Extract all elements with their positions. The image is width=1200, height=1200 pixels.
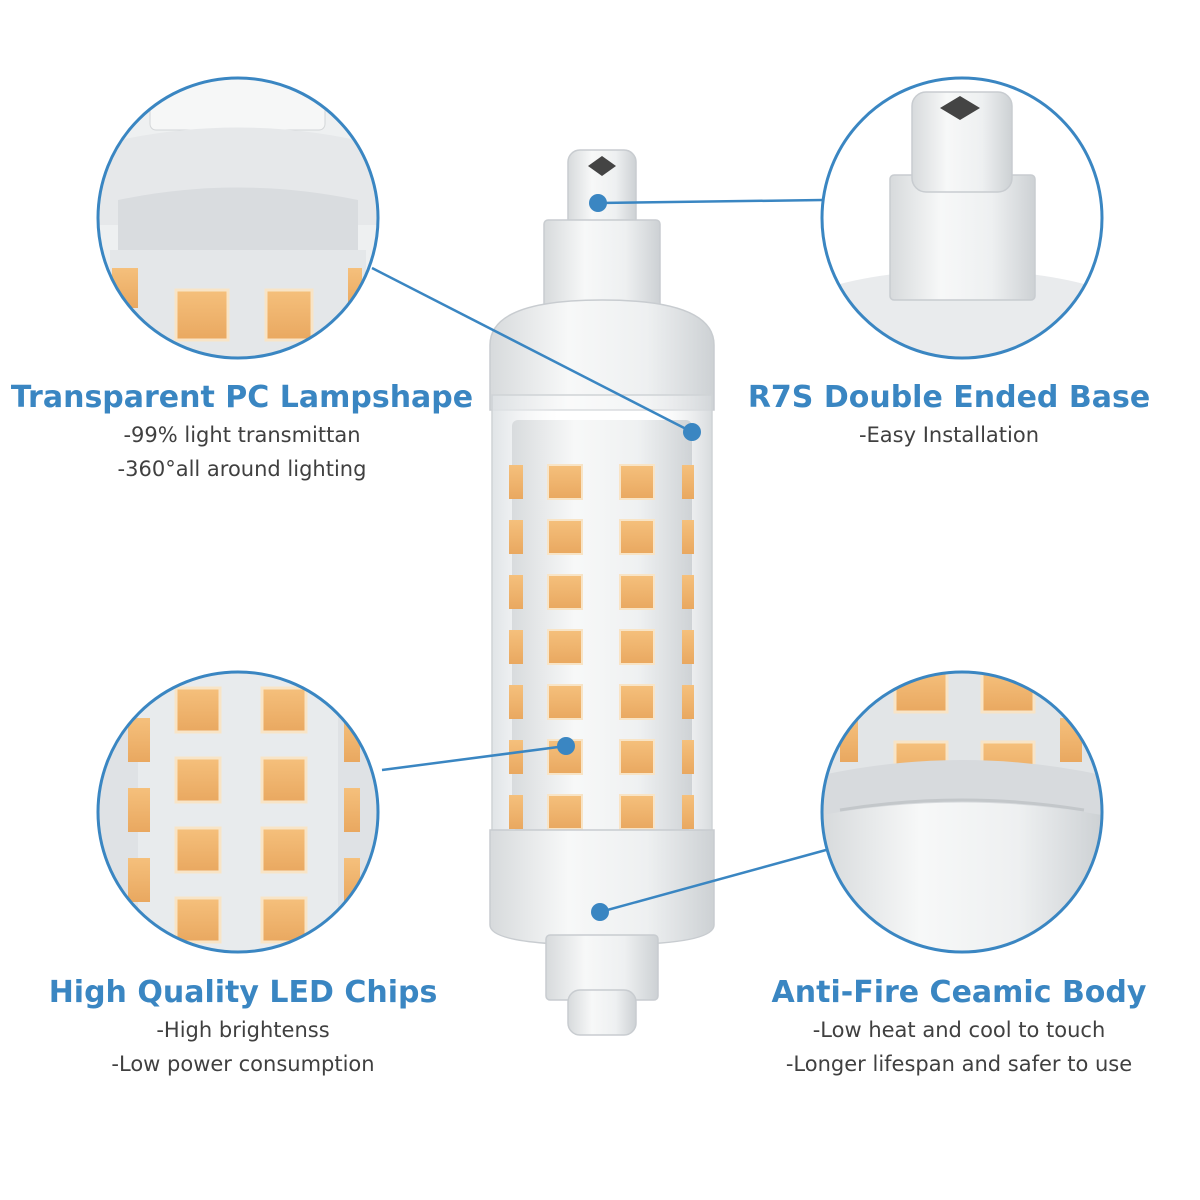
bottom-cap (489, 829, 715, 946)
zoom-circle-body (820, 670, 1104, 954)
led-chip (619, 629, 655, 665)
dot-lampshade (683, 423, 701, 441)
feature-lampshade-title: Transparent PC Lampshape (10, 380, 474, 415)
led-chip (547, 464, 583, 500)
led-chip (547, 519, 583, 555)
led-chip (682, 520, 694, 554)
led-chip (682, 465, 694, 499)
led-chip (174, 826, 222, 874)
led-chip (509, 630, 523, 664)
feature-chips-line-2: -Low power consumption (111, 1052, 375, 1076)
led-chip (509, 575, 523, 609)
led-chip (128, 928, 150, 952)
feature-lampshade-line-2: -360°all around lighting (117, 457, 367, 481)
led-chip (509, 465, 523, 499)
feature-base-title: R7S Double Ended Base (747, 380, 1151, 415)
zoom-circle-chips (96, 670, 380, 954)
connector-lampshade (371, 266, 693, 434)
led-chip (344, 788, 360, 832)
dot-body (591, 903, 609, 921)
dot-base (589, 194, 607, 212)
led-chip (509, 685, 523, 719)
feature-body-title: Anti-Fire Ceamic Body (771, 975, 1147, 1010)
led-chip (619, 519, 655, 555)
led-chip (547, 794, 583, 830)
feature-chips-line-1: -High brightenss (156, 1018, 330, 1042)
feature-body-line-2: -Longer lifespan and safer to use (785, 1052, 1133, 1076)
feature-body-line-1: -Low heat and cool to touch (812, 1018, 1106, 1042)
zoom-circle-base (820, 76, 1104, 360)
led-chip (174, 686, 222, 734)
ceramic-core (512, 420, 692, 830)
led-chip (509, 520, 523, 554)
led-chip (547, 574, 583, 610)
led-chip (547, 629, 583, 665)
connector-chips (381, 744, 567, 772)
led-chip (619, 464, 655, 500)
led-chip (128, 858, 150, 902)
led-chip (619, 684, 655, 720)
feature-chips-title: High Quality LED Chips (48, 975, 438, 1010)
led-chip (547, 684, 583, 720)
pin-contact-icon (940, 96, 980, 120)
led-chip (260, 686, 308, 734)
zoom-circle-lampshade (96, 76, 380, 360)
led-chip (682, 795, 694, 829)
led-chip (682, 740, 694, 774)
led-chip (128, 718, 150, 762)
led-chip (509, 740, 523, 774)
led-chip (619, 739, 655, 775)
led-chip (619, 794, 655, 830)
led-chip (260, 756, 308, 804)
led-chip (128, 788, 150, 832)
feature-lampshade-line-1: -99% light transmittan (123, 423, 361, 447)
led-chip-grid (509, 464, 694, 830)
led-chip (260, 826, 308, 874)
connector-dots (557, 194, 701, 921)
feature-lampshade: Transparent PC Lampshape -99% light tran… (0, 378, 484, 486)
led-chip (174, 756, 222, 804)
led-chip (682, 685, 694, 719)
connector-base (597, 198, 824, 205)
pin-contact-icon (588, 156, 616, 176)
feature-chips: High Quality LED Chips -High brightenss … (20, 973, 466, 1081)
dot-chips (557, 737, 575, 755)
led-chip (682, 575, 694, 609)
feature-body: Anti-Fire Ceamic Body -Low heat and cool… (744, 973, 1174, 1081)
lamp-bulb (489, 149, 715, 1036)
feature-base-line-1: -Easy Installation (858, 423, 1040, 447)
led-chip (682, 630, 694, 664)
led-chip (344, 928, 360, 952)
bottom-pin (567, 989, 637, 1036)
top-cap (489, 299, 715, 411)
led-chip (619, 574, 655, 610)
led-chip (260, 896, 308, 944)
led-chip (174, 896, 222, 944)
led-chip (509, 795, 523, 829)
connector-lines (371, 198, 827, 914)
connector-body (599, 848, 827, 914)
feature-base: R7S Double Ended Base -Easy Installation (734, 378, 1164, 452)
